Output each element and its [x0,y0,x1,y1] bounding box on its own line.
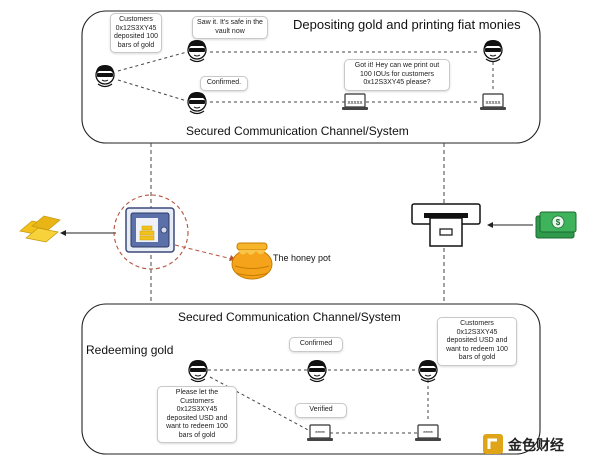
vault-to-honeypot-arrow [174,244,233,260]
message-print-ious: Got it! Hey can we print out 100 IOUs fo… [344,59,450,91]
message-confirmed-top: Confirmed. [200,76,248,91]
bottom-channel-label: Secured Communication Channel/System [178,310,401,324]
top-panel-title: Depositing gold and printing fiat monies [293,17,521,32]
message-redeem-request: Customers 0x12S3XY45 deposited USD and w… [437,317,517,366]
honey-pot-label: The honey pot [273,253,331,263]
gold-bars-icon [19,215,61,243]
laptop-screen-dots: ***** [315,431,325,437]
atm-icon [411,203,481,247]
laptop-screen-text: XXXXX [347,100,362,105]
flow-top-lower [117,79,188,102]
honey-pot-icon [231,242,273,280]
message-customer-deposit: Customers 0x12S3XY45 deposited 100 bars … [110,13,162,53]
bottom-panel-title: Redeeming gold [86,343,174,357]
message-confirmed-bottom: Confirmed [289,337,343,352]
watermark-logo [483,434,503,454]
cash-icon: $ [535,211,577,239]
watermark-text: 金色财经 [507,437,564,453]
top-channel-label: Secured Communication Channel/System [186,124,409,138]
message-relay-request: Please let the Customers 0x12S3XY45 depo… [157,386,237,443]
message-safe-in-vault: Saw it. It's safe in the vault now [192,16,268,39]
laptop-screen-dots: ***** [423,431,433,437]
vault-icon [125,207,175,253]
laptop-screen-text: XXXXX [485,100,500,105]
vault-ring [113,194,189,270]
message-verified: Verified [295,403,347,418]
cash-symbol: $ [556,218,561,227]
